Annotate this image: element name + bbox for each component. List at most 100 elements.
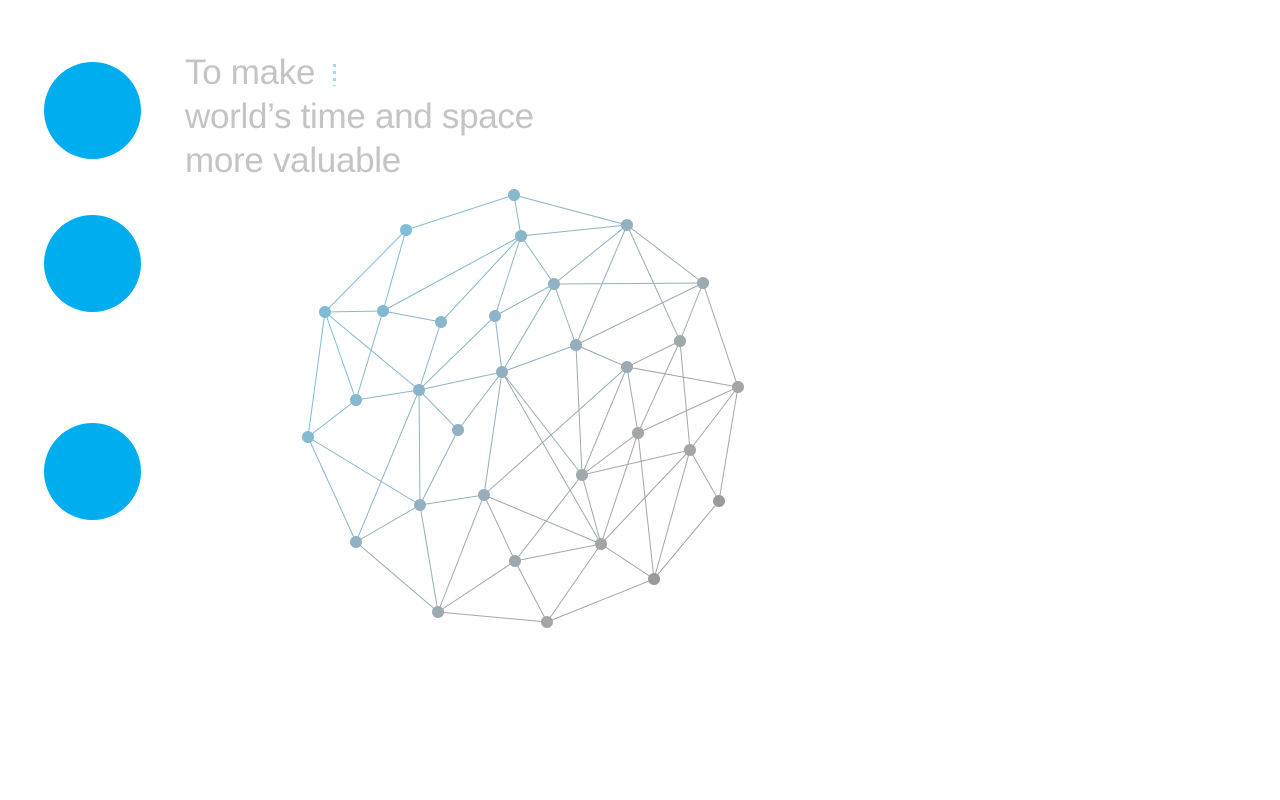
network-node xyxy=(674,335,686,347)
network-edge xyxy=(637,432,655,580)
network-node xyxy=(496,366,508,378)
network-nodes xyxy=(302,189,744,628)
headline-line-1-text: To make xyxy=(185,53,316,92)
network-node xyxy=(684,444,696,456)
network-edge xyxy=(382,229,407,312)
network-edge xyxy=(575,344,628,368)
network-edge xyxy=(546,543,602,623)
network-node xyxy=(621,361,633,373)
nav-dot-1[interactable] xyxy=(44,62,141,159)
network-node xyxy=(432,606,444,618)
network-edge xyxy=(653,500,720,580)
headline-line-1: To make xyxy=(185,51,534,95)
network-edge xyxy=(626,224,704,284)
network-node xyxy=(576,469,588,481)
network-edge xyxy=(575,224,628,346)
network-edge xyxy=(307,311,326,438)
network-edge xyxy=(437,560,516,613)
network-edge xyxy=(513,194,522,237)
network-node xyxy=(414,499,426,511)
network-edge xyxy=(514,543,602,562)
network-edges xyxy=(307,194,739,623)
network-node xyxy=(435,316,447,328)
network-edge xyxy=(626,366,639,434)
network-edge xyxy=(689,386,739,451)
nav-dot-3[interactable] xyxy=(44,423,141,520)
network-edge xyxy=(501,344,577,373)
network-edge xyxy=(600,449,691,545)
network-edge xyxy=(382,310,442,323)
headline-line-3: more valuable xyxy=(185,141,401,180)
network-edge xyxy=(405,194,515,231)
network-edge xyxy=(324,310,384,313)
network-node xyxy=(648,573,660,585)
network-edge xyxy=(324,311,420,391)
network-node xyxy=(478,489,490,501)
network-node xyxy=(509,555,521,567)
network-edge xyxy=(514,474,583,562)
network-edge xyxy=(689,449,720,502)
network-node xyxy=(377,305,389,317)
network-edge xyxy=(679,282,704,342)
network-edge xyxy=(494,235,522,317)
network-edge xyxy=(653,449,691,580)
network-edge xyxy=(626,366,739,388)
network-node xyxy=(400,224,412,236)
network-node xyxy=(541,616,553,628)
network-edge xyxy=(626,340,681,368)
network-edge xyxy=(307,436,357,543)
network-edge xyxy=(418,321,442,391)
network-edge xyxy=(513,194,628,226)
network-edge xyxy=(553,283,577,346)
network-node xyxy=(350,536,362,548)
network-edge xyxy=(457,371,503,431)
network-node xyxy=(350,394,362,406)
headline-line-2: world’s time and space xyxy=(185,97,534,136)
network-edge xyxy=(355,504,421,543)
network-edge xyxy=(355,389,420,543)
network-edge xyxy=(419,504,439,613)
headline: To make world’s time and space more valu… xyxy=(185,51,534,183)
network-edge xyxy=(483,371,503,496)
network-edge xyxy=(483,366,628,496)
network-node xyxy=(508,189,520,201)
network-edge xyxy=(637,386,739,434)
network-edge xyxy=(581,432,639,476)
network-edge xyxy=(501,371,602,545)
network-node xyxy=(548,278,560,290)
network-node xyxy=(713,495,725,507)
network-edge xyxy=(437,494,485,613)
network-node xyxy=(489,310,501,322)
network-edge xyxy=(637,340,681,434)
network-edge xyxy=(324,229,407,313)
network-edge xyxy=(483,494,516,562)
network-edge xyxy=(307,436,421,506)
network-edge xyxy=(418,389,421,506)
network-edge xyxy=(546,578,655,623)
network-node xyxy=(452,424,464,436)
network-edge xyxy=(600,432,639,545)
network-node xyxy=(697,277,709,289)
network-node xyxy=(632,427,644,439)
network-edge xyxy=(483,494,602,545)
network-edge xyxy=(600,543,655,580)
network-node xyxy=(595,538,607,550)
nav-dot-2[interactable] xyxy=(44,215,141,312)
network-edge xyxy=(355,541,439,613)
network-edge xyxy=(440,235,522,323)
network-edge xyxy=(494,315,503,373)
network-edge xyxy=(575,282,704,346)
network-edge xyxy=(553,224,628,285)
network-edge xyxy=(355,389,420,401)
network-node xyxy=(570,339,582,351)
network-node xyxy=(302,431,314,443)
network-edge xyxy=(418,389,459,431)
network-node xyxy=(319,306,331,318)
network-edge xyxy=(501,283,555,373)
network-edge xyxy=(501,371,583,476)
network-edge xyxy=(494,283,555,317)
network-edge xyxy=(419,429,459,506)
network-edge xyxy=(382,235,522,312)
